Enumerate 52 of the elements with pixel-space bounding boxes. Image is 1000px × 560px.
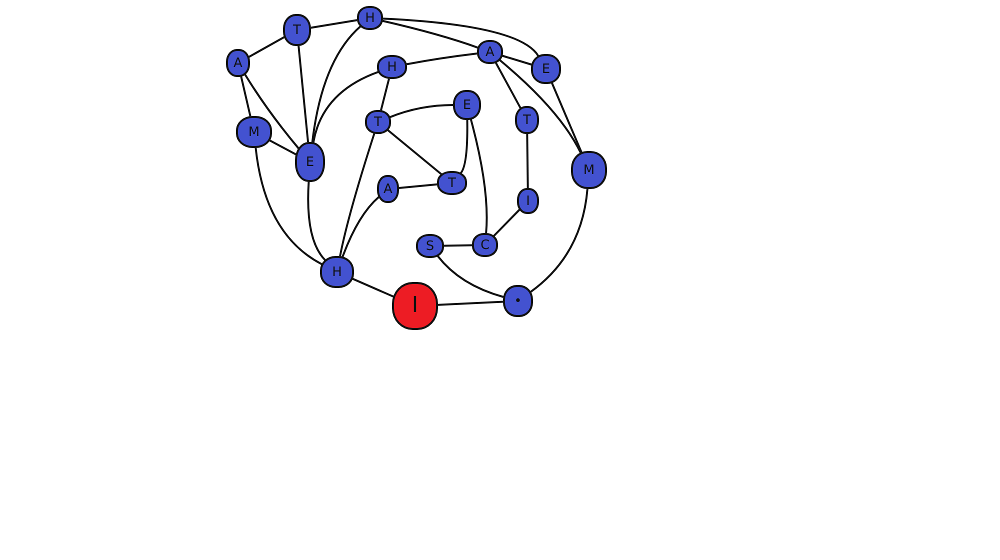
letter-node: S <box>416 234 444 258</box>
connector-line <box>387 129 442 176</box>
connector-line <box>244 74 300 150</box>
connector-line <box>342 196 380 258</box>
letter-node: E <box>453 90 481 120</box>
letter-node: • <box>503 285 533 317</box>
letter-node: T <box>365 110 391 134</box>
connector-line <box>352 278 394 298</box>
connector-line <box>310 19 358 29</box>
connector-line <box>470 119 488 234</box>
letter-node: M <box>571 151 607 189</box>
letter-node: E <box>295 142 325 182</box>
letter-node: H <box>377 55 407 79</box>
connector-line <box>312 70 379 143</box>
connector-line <box>339 133 376 256</box>
connector-line <box>254 148 323 266</box>
connector-line <box>380 78 390 111</box>
letter-node: T <box>283 14 311 46</box>
connector-line <box>240 76 252 117</box>
connector-line <box>382 20 478 49</box>
letter-node: H <box>320 256 354 288</box>
letter-node: A <box>226 49 250 77</box>
connector-line <box>444 244 472 247</box>
connector-line <box>438 300 504 306</box>
letter-node: A <box>477 40 503 64</box>
connector-line <box>502 54 532 66</box>
letter-node: M <box>236 116 272 148</box>
connector-line <box>248 36 285 58</box>
connector-line <box>526 134 529 188</box>
connector-line <box>499 59 582 154</box>
connector-line <box>460 120 468 174</box>
connector-line <box>398 183 438 189</box>
letter-node: C <box>472 233 498 257</box>
letter-node: T <box>437 171 467 195</box>
letter-node: E <box>531 54 561 84</box>
connector-line <box>550 82 583 154</box>
connector-line <box>311 26 362 142</box>
connector-line <box>390 104 454 118</box>
letter-node: I <box>517 188 539 214</box>
letter-node: H <box>357 6 383 30</box>
connector-line <box>494 62 522 109</box>
letter-node: I <box>392 282 438 330</box>
connector-line <box>406 52 478 66</box>
connector-line <box>493 208 520 237</box>
connector-line <box>307 182 326 262</box>
connector-line <box>298 46 310 142</box>
connector-line <box>268 139 297 156</box>
connector-line <box>530 188 588 293</box>
connector-line <box>382 18 540 57</box>
connector-line <box>436 255 504 298</box>
letter-node: A <box>377 175 399 203</box>
letter-node: T <box>515 106 539 134</box>
